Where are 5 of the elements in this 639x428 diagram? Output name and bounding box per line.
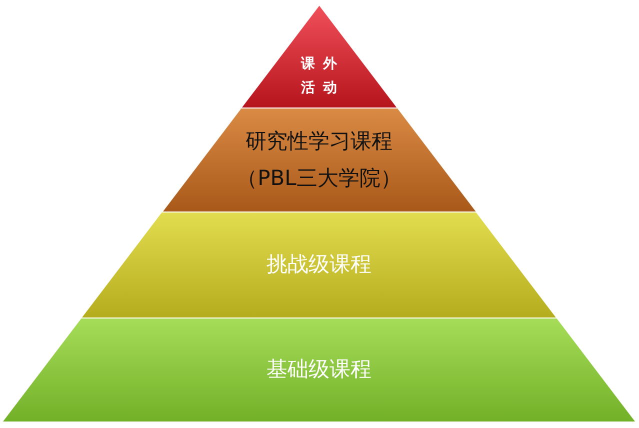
tier-label: 基础级课程 [266,356,372,384]
tier-label: 挑战级课程 [266,251,372,278]
tier-label: 研究性学习课程 [245,128,392,156]
tier-label: （PBL三大学院） [236,165,402,192]
tier-label: 课外活动 [300,54,347,98]
